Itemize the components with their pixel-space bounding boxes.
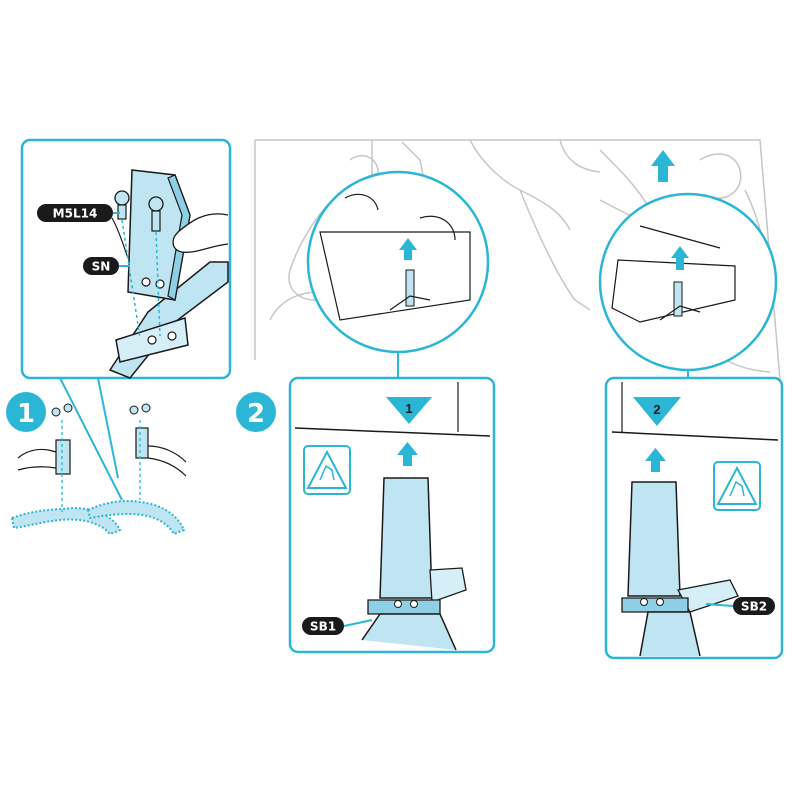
stand-neck-sb2	[621, 481, 739, 657]
callout-line	[97, 377, 119, 479]
arrow-up-icon	[645, 448, 666, 472]
hand	[172, 213, 229, 253]
arrow-up-icon	[651, 150, 675, 182]
hand	[111, 217, 129, 259]
pinch-warning-icon	[713, 461, 761, 511]
stand-sketch-right	[86, 403, 187, 536]
callout-line	[59, 377, 123, 501]
marker-triangle-2: 2	[633, 397, 681, 426]
bracket-sn	[127, 169, 191, 301]
svg-text:SN: SN	[92, 260, 111, 274]
svg-text:1: 1	[17, 399, 35, 429]
arrow-up-icon	[397, 442, 418, 466]
tv-edge	[611, 431, 779, 441]
label-m5l14: M5L14	[37, 204, 120, 222]
stand-neck-sb1	[361, 477, 467, 651]
svg-text:M5L14: M5L14	[53, 207, 98, 221]
svg-text:SB2: SB2	[741, 600, 767, 614]
svg-text:2: 2	[653, 402, 660, 417]
zoom-circle-right	[598, 192, 778, 372]
svg-text:SB1: SB1	[310, 620, 336, 634]
step-2-badge: 2	[236, 392, 276, 432]
pinch-warning-icon	[303, 445, 351, 495]
svg-text:1: 1	[405, 401, 412, 416]
label-sb2: SB2	[705, 597, 775, 615]
zoom-circle-left	[306, 170, 490, 354]
guide-line	[155, 231, 161, 337]
svg-text:2: 2	[247, 399, 265, 429]
guide-line	[121, 219, 141, 339]
step-1-badge: 1	[6, 392, 46, 432]
marker-triangle-1: 1	[386, 397, 432, 424]
tv-edge	[294, 427, 491, 437]
screw-icon	[148, 196, 164, 232]
label-sn: SN	[83, 257, 130, 275]
label-sb1: SB1	[302, 617, 373, 635]
stand-leg-detail	[108, 261, 229, 379]
